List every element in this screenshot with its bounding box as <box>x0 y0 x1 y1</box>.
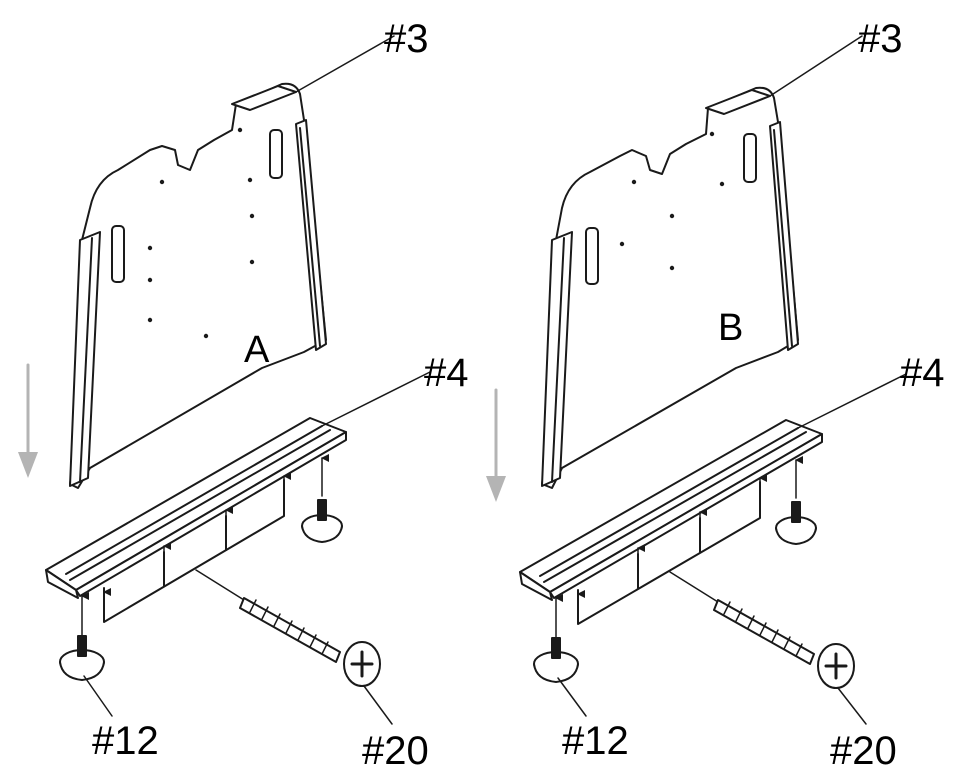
down-arrow-icon <box>18 363 38 478</box>
rail-4-a <box>45 417 347 637</box>
callout-rail-b: #4 <box>900 351 945 395</box>
callout-panel-a: #3 <box>384 17 429 61</box>
callout-foot-a: #12 <box>92 719 159 763</box>
callout-screw-a: #20 <box>362 729 429 773</box>
panel-3-b <box>541 86 799 489</box>
callout-rail-a: #4 <box>424 351 469 395</box>
down-arrow-icon <box>486 388 506 502</box>
glide-foot-icon <box>301 499 343 543</box>
glide-foot-icon <box>59 635 105 681</box>
panel-letter-a: A <box>244 329 270 371</box>
screw-icon <box>669 571 855 689</box>
callout-panel-b: #3 <box>858 17 903 61</box>
assembly-b <box>486 35 907 725</box>
callout-screw-b: #20 <box>830 729 897 773</box>
glide-foot-icon <box>775 501 817 545</box>
assembly-a <box>18 35 431 725</box>
callout-foot-b: #12 <box>562 719 629 763</box>
screw-icon <box>195 569 381 687</box>
panel-letter-b: B <box>718 307 743 349</box>
glide-foot-icon <box>533 637 579 683</box>
panel-3-a <box>69 82 327 489</box>
rail-4-b <box>519 419 823 639</box>
